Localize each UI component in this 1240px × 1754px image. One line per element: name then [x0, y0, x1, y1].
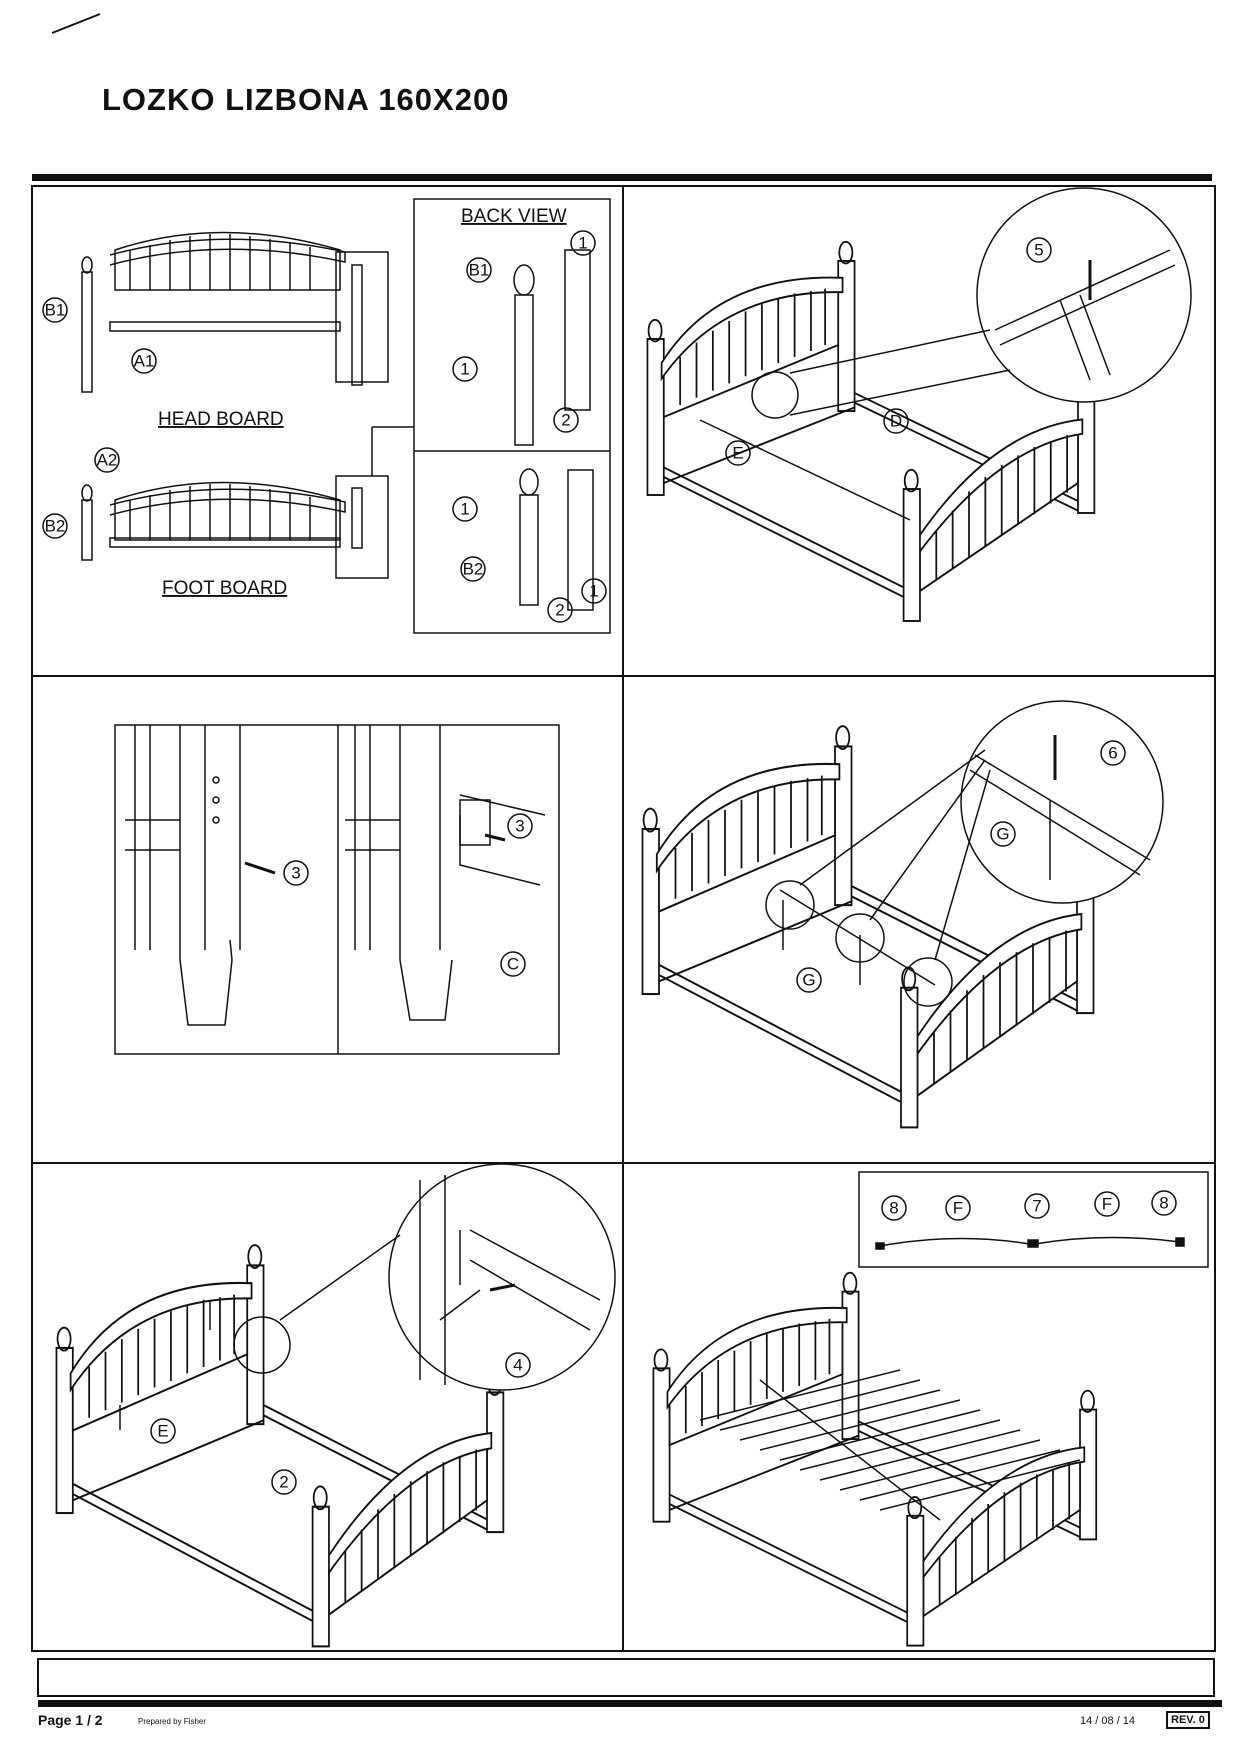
back-view-post-b2	[519, 468, 594, 611]
notes-box	[37, 1658, 1215, 1697]
callout-1: 1	[460, 360, 469, 379]
callout-7: 7	[1032, 1197, 1041, 1216]
callout-1: 1	[578, 234, 587, 253]
callout-2: 2	[279, 1473, 288, 1492]
callout-b1: B1	[469, 261, 490, 280]
foot-board-label: FOOT BOARD	[162, 578, 287, 599]
bolt-icon	[489, 1283, 516, 1292]
callout-8: 8	[1159, 1194, 1168, 1213]
callout-d: D	[890, 412, 902, 431]
callout-6: 6	[1108, 744, 1117, 763]
page-number: Page 1 / 2	[38, 1712, 103, 1728]
center-rail-d	[699, 419, 911, 521]
prepared-by: Prepared by Fisher	[138, 1717, 207, 1726]
callout-b1: B1	[45, 301, 66, 320]
pen-mark	[51, 13, 101, 34]
callout-f: F	[953, 1199, 963, 1218]
magnified-detail	[388, 1163, 616, 1391]
step2-panel	[646, 187, 1192, 622]
step6-panel	[652, 1171, 1209, 1647]
callout-2: 2	[561, 411, 570, 430]
page-frame	[31, 174, 1222, 1707]
document-date: 14 / 08 / 14	[1080, 1715, 1136, 1727]
detail-circle	[751, 371, 799, 419]
callout-1: 1	[460, 500, 469, 519]
footboard-diagram	[81, 426, 414, 579]
back-view-box	[413, 198, 611, 634]
callout-e: E	[732, 444, 743, 463]
callout-3: 3	[515, 817, 524, 836]
callout-b2: B2	[45, 517, 66, 536]
callout-c: C	[507, 955, 519, 974]
callout-2: 2	[555, 601, 564, 620]
step1-callouts: B1 A1 A2 B2 1 B1 1 2 1 B2 2 1	[45, 234, 599, 620]
callout-a1: A1	[134, 352, 155, 371]
callout-b2: B2	[463, 560, 484, 579]
callout-e: E	[157, 1422, 168, 1441]
head-board-label: HEAD BOARD	[158, 409, 284, 430]
step1-panel	[42, 198, 611, 634]
callout-3: 3	[291, 864, 300, 883]
bed-drawing	[652, 1271, 1098, 1647]
callout-8: 8	[889, 1199, 898, 1218]
back-view-label: BACK VIEW	[461, 206, 567, 227]
callout-g: G	[802, 971, 815, 990]
magnified-detail	[960, 700, 1164, 904]
back-view-post-b1	[513, 249, 591, 446]
callout-4: 4	[513, 1356, 522, 1375]
document-title: LOZKO LIZBONA 160X200	[102, 82, 510, 117]
step3-panel	[114, 724, 560, 1055]
headboard-diagram	[81, 231, 389, 393]
revision-badge: REV. 0	[1166, 1711, 1210, 1729]
callout-g: G	[996, 825, 1009, 844]
step4-panel	[641, 700, 1164, 1129]
slats	[699, 1369, 1081, 1521]
callout-f: F	[1102, 1195, 1112, 1214]
callout-1: 1	[589, 582, 598, 601]
callout-5: 5	[1034, 241, 1043, 260]
step5-panel	[55, 1163, 616, 1648]
callout-a2: A2	[97, 451, 118, 470]
